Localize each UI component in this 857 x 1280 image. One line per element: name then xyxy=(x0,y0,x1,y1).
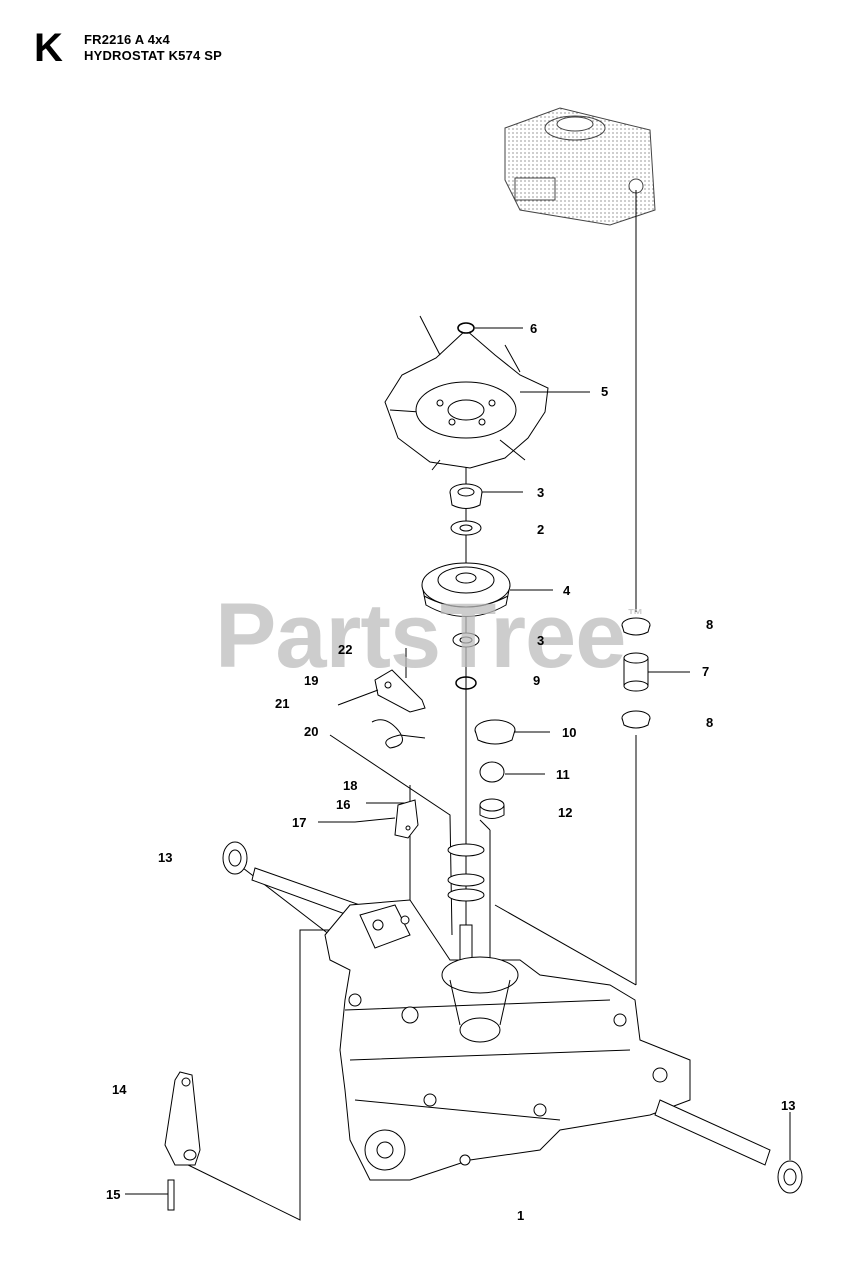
callout-8-lower: 8 xyxy=(706,715,714,730)
callout-6: 6 xyxy=(530,321,538,336)
plug-parts xyxy=(474,719,516,819)
trademark-mark: ™ xyxy=(627,607,643,624)
callout-4: 4 xyxy=(563,583,571,598)
callout-20: 20 xyxy=(304,724,319,739)
callout-19: 19 xyxy=(304,673,319,688)
bushing-upper xyxy=(449,483,483,509)
circlip xyxy=(457,322,475,334)
model-line: FR2216 A 4x4 xyxy=(84,32,170,47)
transaxle-housing xyxy=(324,899,691,1181)
control-bracket-upper xyxy=(337,648,426,749)
engine-outline xyxy=(504,107,656,226)
assembly-lines xyxy=(177,190,637,1221)
callout-13-right: 13 xyxy=(781,1098,796,1113)
callout-21: 21 xyxy=(275,696,290,711)
callout-9: 9 xyxy=(533,673,541,688)
callout-10: 10 xyxy=(562,725,577,740)
callout-3-lower: 3 xyxy=(537,633,545,648)
leader-lines xyxy=(125,327,791,1195)
callout-3-upper: 3 xyxy=(537,485,545,500)
callout-13-left: 13 xyxy=(158,850,173,865)
section-letter: K xyxy=(34,26,63,70)
callout-7: 7 xyxy=(702,664,710,679)
callout-22: 22 xyxy=(338,642,353,657)
bushing-lower xyxy=(452,632,480,648)
callout-1: 1 xyxy=(517,1208,525,1223)
callout-15: 15 xyxy=(106,1187,121,1202)
callout-8-upper: 8 xyxy=(706,617,714,632)
assembly-line: HYDROSTAT K574 SP xyxy=(84,48,223,63)
lever-arm xyxy=(164,1071,201,1211)
fan xyxy=(384,315,549,471)
callout-16: 16 xyxy=(336,797,351,812)
pulley xyxy=(421,562,511,617)
callout-12: 12 xyxy=(558,805,573,820)
callout-18: 18 xyxy=(343,778,358,793)
left-axle xyxy=(222,841,361,919)
callout-2: 2 xyxy=(537,522,545,537)
callout-14: 14 xyxy=(112,1082,127,1097)
right-axle xyxy=(654,1099,803,1194)
callout-17: 17 xyxy=(292,815,307,830)
control-bracket-lower xyxy=(354,785,419,839)
callout-11: 11 xyxy=(556,767,570,782)
clip xyxy=(455,676,477,690)
spacer-with-bushings xyxy=(621,617,651,729)
callout-5: 5 xyxy=(601,384,609,399)
watermark-text: PartsTree xyxy=(215,585,626,687)
washer xyxy=(450,520,482,536)
